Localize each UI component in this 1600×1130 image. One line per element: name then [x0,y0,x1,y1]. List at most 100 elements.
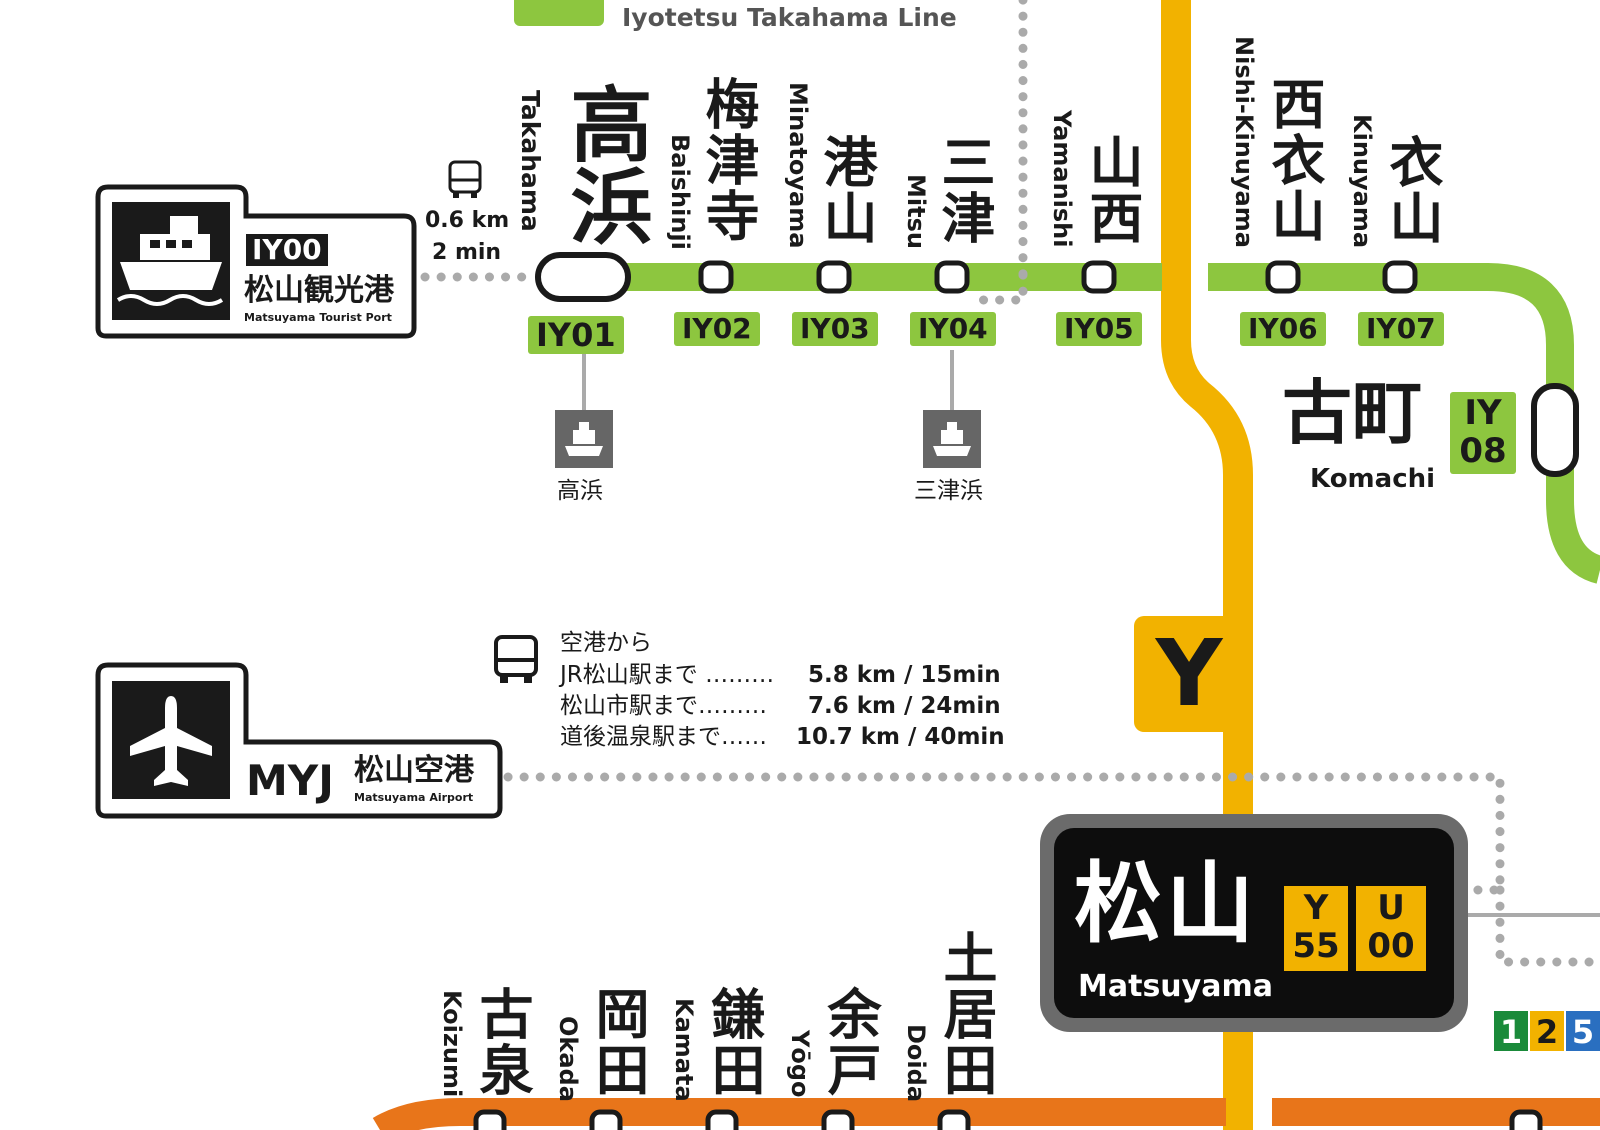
station-jp-iy07: 衣山 [1380,134,1443,246]
station-jp-iy06: 西衣山 [1262,76,1325,244]
matsuyama-name-en: Matsuyama [1078,969,1273,1004]
bus-time: 2 min [432,240,502,265]
station-en-iy03: Minatoyama [784,82,812,249]
station-jp-iy01: 高浜 [556,82,651,246]
tram-badge-2 [1530,1011,1564,1051]
station-code-iy08-line1: IY [1464,393,1502,433]
airport-code: MYJ [246,756,334,805]
station-code-iy04: IY04 [910,312,996,346]
station-marker-iy05[interactable] [1081,260,1117,294]
yosan-line-badge [1134,616,1244,732]
station-marker-doida[interactable] [937,1109,971,1130]
airport-bus-value-1: 5.8 km / 15min [808,662,1001,688]
station-marker-iy01[interactable] [535,252,631,302]
tourist-port-name-en: Matsuyama Tourist Port [244,311,392,324]
airport-bus-dest-1: JR松山駅まで ……… [560,662,775,688]
code-letter: Y [1303,888,1329,928]
station-marker-iy07[interactable] [1382,260,1418,294]
ship-icon [112,202,230,320]
station-jp-iy03: 港山 [814,134,877,246]
matsuyama-code-y55: Y 55 [1284,886,1348,971]
tourist-port-name-jp: 松山観光港 [244,273,394,308]
station-jp-kamata: 鎌田 [702,986,765,1098]
station-marker-iy04[interactable] [934,260,970,294]
station-code-iy08-line2: 08 [1459,431,1507,471]
matsuyama-station-inner [1054,828,1454,1018]
station-marker-yogo[interactable] [821,1109,855,1130]
station-code-iy02: IY02 [674,312,760,346]
station-jp-koizumi: 古泉 [470,986,533,1098]
station-jp-okada: 岡田 [586,986,649,1098]
station-en-kamata: Kamata [670,998,698,1102]
airport-bus-dest-2: 松山市駅まで……… [560,693,767,719]
station-en-iy01: Takahama [516,90,545,232]
tourist-port-code: IY00 [246,234,328,266]
station-en-iy02: Baishinji [666,134,694,250]
station-code-iy08: IY 08 [1450,392,1516,474]
station-jp-iy05: 山西 [1080,134,1143,246]
station-marker-koizumi[interactable] [473,1109,507,1130]
connector-airport [503,772,1505,895]
tram-badge-1-label: 1 [1499,1013,1523,1051]
station-en-iy07: Kinuyama [1348,114,1376,249]
station-jp-iy02: 梅津寺 [696,76,759,244]
station-jp-doida: 土居田 [934,930,997,1098]
station-marker-iy02[interactable] [698,260,734,294]
takahama-line-east [1208,263,1600,584]
line-header-name: Iyotetsu Takahama Line [622,3,957,32]
station-marker-iy08[interactable] [1531,383,1579,477]
bus-distance: 0.6 km [425,208,510,233]
code-number: 55 [1292,926,1340,966]
line-header-badge [514,0,604,26]
station-code-iy06: IY06 [1240,312,1326,346]
airplane-icon [112,681,230,799]
station-jp-yogo: 余戸 [818,986,881,1098]
station-jp-iy08: 古町 [1282,372,1422,454]
station-marker-east[interactable] [1509,1109,1543,1130]
yosan-line-letter: Y [1155,620,1223,727]
airport-name-jp: 松山空港 [354,753,474,788]
ferry-icon [923,410,981,468]
station-jp-iy04: 三津 [932,134,995,246]
tram-badge-5 [1566,1011,1600,1051]
station-code-iy07: IY07 [1358,312,1444,346]
matsuyama-code-u00: U 00 [1356,886,1426,971]
airport-bus-dest-3: 道後温泉駅まで…… [560,724,767,750]
station-en-doida: Doida [902,1024,930,1103]
orange-line [372,1098,1226,1130]
station-en-okada: Okada [554,1016,582,1102]
code-letter: U [1377,888,1405,928]
airport-bus-value-2: 7.6 km / 24min [808,693,1001,719]
station-en-koizumi: Koizumi [438,990,466,1098]
code-number: 00 [1367,926,1415,966]
station-en-yogo: Yōgo [786,1030,814,1098]
tram-badge-5-label: 5 [1571,1013,1595,1051]
station-en-iy06: Nishi-Kinuyama [1230,36,1258,248]
station-code-iy03: IY03 [792,312,878,346]
yosan-line [1161,0,1253,1130]
airport-bus-heading: 空港から [560,630,652,656]
station-en-iy04: Mitsu [902,174,930,249]
station-marker-iy06[interactable] [1265,260,1301,294]
matsuyama-name-jp: 松山 [1074,852,1259,955]
airport-bus-value-3: 10.7 km / 40min [796,724,1005,750]
station-marker-okada[interactable] [589,1109,623,1130]
ferry-terminal-takahama: 高浜 [557,478,603,504]
bus-icon [448,160,482,198]
ferry-icon [555,410,613,468]
tram-badge-1 [1494,1011,1528,1051]
station-code-iy05: IY05 [1056,312,1142,346]
connector-matsuyama-east [1495,885,1600,967]
airport-name-en: Matsuyama Airport [354,791,474,804]
station-marker-kamata[interactable] [705,1109,739,1130]
tram-badge-2-label: 2 [1535,1013,1559,1051]
station-en-iy08: Komachi [1310,464,1436,494]
station-en-iy05: Yamanishi [1048,110,1076,248]
bus-icon [494,635,538,683]
ferry-terminal-mitsuhama: 三津浜 [914,478,983,504]
station-marker-iy03[interactable] [816,260,852,294]
connector-mitsu-loop [965,270,1028,305]
station-code-iy01: IY01 [528,316,624,354]
